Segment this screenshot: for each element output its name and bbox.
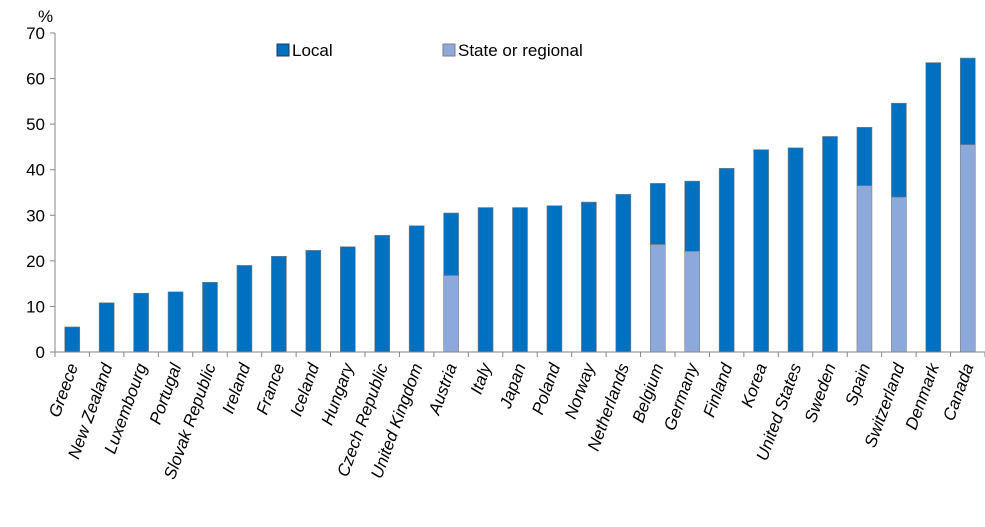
x-category-label: Korea — [737, 361, 770, 410]
bar-local — [615, 194, 632, 353]
bar-local — [546, 205, 563, 353]
bar-state-or-regional — [649, 244, 666, 353]
x-category-label: Portugal — [146, 360, 186, 427]
bar-local — [822, 136, 838, 353]
y-axis: 0 10 20 30 40 50 60 70 — [26, 24, 56, 362]
bar-state-or-regional — [856, 185, 873, 353]
y-axis-unit-label: % — [38, 7, 53, 26]
y-tick-label: 20 — [26, 252, 45, 271]
bar-local — [512, 207, 528, 353]
x-category-label: Denmark — [902, 359, 944, 432]
x-category-label: Spain — [841, 361, 874, 408]
bar-local — [98, 302, 115, 353]
bar-local — [443, 212, 459, 276]
bar-local — [236, 265, 253, 353]
bar-local — [477, 207, 494, 353]
bar-local — [856, 127, 873, 186]
bar-local — [718, 168, 735, 353]
x-category-label: Greece — [45, 361, 82, 420]
bar-local — [649, 183, 666, 245]
x-category-label: Canada — [939, 361, 977, 423]
x-category-label: France — [253, 361, 289, 417]
x-category-label: Poland — [528, 360, 564, 417]
legend: Local State or regional — [276, 41, 583, 60]
y-tick-label: 60 — [26, 70, 45, 89]
legend-swatch-state — [442, 43, 456, 57]
x-category-label: Japan — [496, 361, 530, 412]
x-category-label: Italy — [467, 359, 496, 396]
bar-local — [271, 255, 287, 353]
bars-group — [64, 57, 976, 353]
x-category-label: Belgium — [629, 361, 668, 425]
bar-local — [133, 292, 149, 353]
bar-local — [753, 149, 769, 353]
legend-label-state: State or regional — [458, 41, 583, 60]
y-tick-label: 40 — [26, 161, 45, 180]
legend-label-local: Local — [292, 41, 333, 60]
bar-local — [408, 225, 425, 353]
bar-state-or-regional — [684, 250, 701, 353]
bar-local — [305, 250, 322, 353]
y-tick-label: 30 — [26, 206, 45, 225]
bar-state-or-regional — [443, 275, 459, 353]
bar-local — [787, 147, 804, 353]
x-category-label: Finland — [699, 360, 736, 419]
y-tick-label: 50 — [26, 115, 45, 134]
bar-local — [959, 57, 976, 145]
bar-local — [581, 201, 597, 353]
x-category-label: Hungary — [318, 359, 358, 427]
x-category-label: Sweden — [801, 361, 840, 425]
legend-swatch-local — [276, 43, 290, 57]
bar-state-or-regional — [891, 196, 907, 353]
y-tick-label: 10 — [26, 297, 45, 316]
x-category-label: Ireland — [219, 360, 255, 416]
y-tick-label: 70 — [26, 24, 45, 43]
x-category-label: Germany — [660, 359, 702, 433]
bar-local — [64, 326, 81, 353]
bar-local — [891, 102, 907, 198]
y-tick-label: 0 — [36, 343, 45, 362]
bar-local — [202, 281, 218, 353]
x-category-label: Austria — [425, 361, 461, 418]
bar-local — [167, 291, 184, 353]
bar-local — [339, 246, 356, 353]
x-category-label: Norway — [561, 359, 599, 421]
bar-local — [925, 62, 942, 353]
bar-local — [684, 180, 701, 252]
x-category-label: Iceland — [286, 360, 323, 419]
bar-state-or-regional — [959, 144, 976, 353]
bar-local — [374, 235, 391, 353]
